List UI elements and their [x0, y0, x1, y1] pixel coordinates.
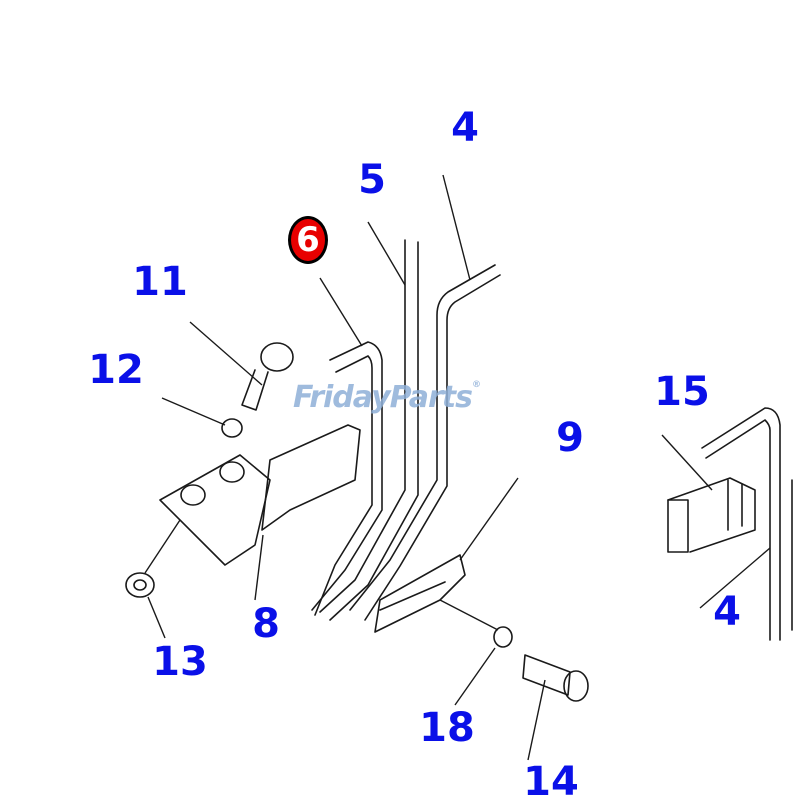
part-14-bolt — [522, 654, 589, 702]
part-13-nut — [125, 572, 155, 598]
part-6-pipe — [311, 341, 383, 616]
registered-mark: ® — [471, 380, 481, 390]
watermark-text: FridayParts — [293, 380, 473, 415]
leader-lines — [144, 174, 771, 761]
callout-part-6-highlighted[interactable]: 6 — [288, 216, 328, 264]
part-9-bracket — [374, 554, 466, 633]
callout-part-11[interactable]: 11 — [132, 259, 188, 305]
callout-part-12[interactable]: 12 — [88, 347, 144, 393]
callout-part-13[interactable]: 13 — [152, 639, 208, 685]
callout-part-9[interactable]: 9 — [556, 415, 584, 461]
watermark-logo: FridayParts® — [293, 380, 481, 415]
part-4-pipe — [349, 264, 501, 621]
callout-part-4-secondary[interactable]: 4 — [713, 589, 741, 635]
part-18-washer — [493, 626, 513, 648]
callout-part-8[interactable]: 8 — [252, 601, 280, 647]
part-8-bracket — [159, 424, 361, 566]
part-15-clamp — [667, 407, 793, 641]
callout-part-5[interactable]: 5 — [358, 157, 386, 203]
part-5-pipe — [319, 239, 419, 621]
callout-part-15[interactable]: 15 — [654, 369, 710, 415]
part-12-washer — [221, 418, 243, 438]
part-11-bolt — [241, 342, 294, 411]
callout-part-18[interactable]: 18 — [419, 705, 475, 751]
callout-part-4[interactable]: 4 — [451, 105, 479, 151]
callout-part-14[interactable]: 14 — [523, 759, 579, 805]
